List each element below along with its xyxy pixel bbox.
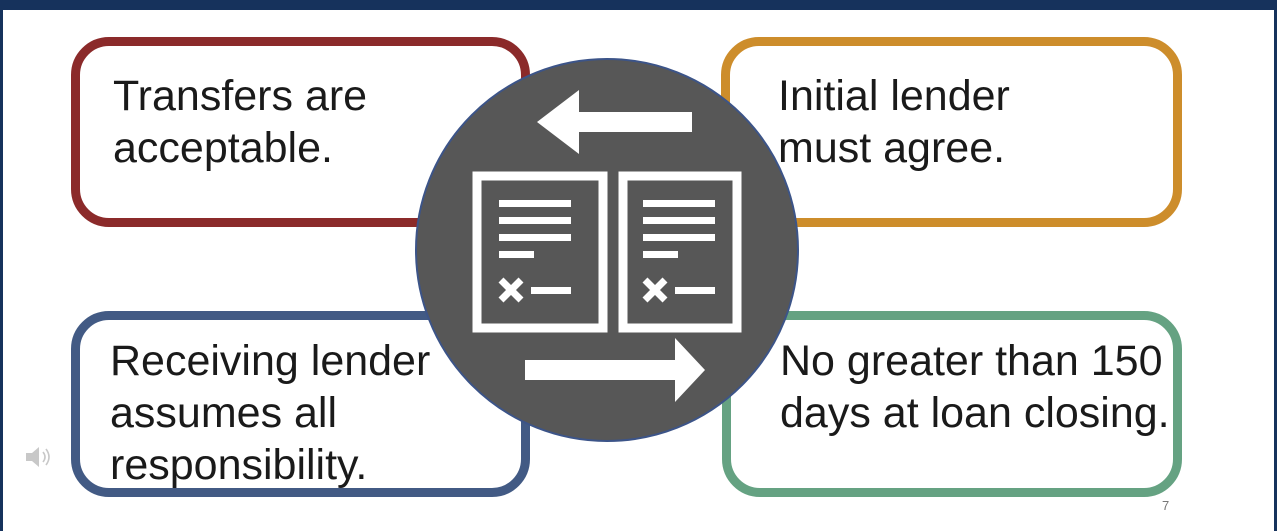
document-transfer-icon	[415, 58, 799, 442]
card-text-transfers-acceptable: Transfers are acceptable.	[113, 70, 367, 174]
slide-frame-left	[0, 10, 3, 531]
document-right-icon	[618, 171, 742, 333]
card-initial-lender	[721, 37, 1182, 227]
card-line: Receiving lender	[110, 337, 431, 385]
slide-page-number: 7	[1162, 498, 1170, 513]
slide-frame-right	[1274, 10, 1277, 531]
card-text-receiving-lender: Receiving lender assumes all responsibil…	[110, 335, 430, 491]
card-text-initial-lender: Initial lender must agree.	[778, 70, 1010, 174]
arrow-left-icon	[537, 90, 692, 154]
card-line: No greater than 150	[780, 337, 1163, 385]
card-line: must agree.	[778, 124, 1006, 172]
card-line: Transfers are	[113, 72, 368, 120]
document-left-icon	[472, 171, 608, 333]
card-line: responsibility.	[110, 441, 368, 489]
speaker-icon[interactable]	[24, 443, 54, 471]
card-loan-closing	[722, 311, 1182, 497]
card-line: acceptable.	[113, 124, 333, 172]
arrow-right-icon	[525, 338, 705, 402]
card-line: assumes all	[110, 389, 338, 437]
document-transfer-graphic	[472, 90, 742, 402]
slide-top-bar	[0, 0, 1277, 10]
card-text-loan-closing: No greater than 150 days at loan closing…	[780, 335, 1170, 439]
card-line: days at loan closing.	[780, 389, 1170, 437]
card-line: Initial lender	[778, 72, 1010, 120]
